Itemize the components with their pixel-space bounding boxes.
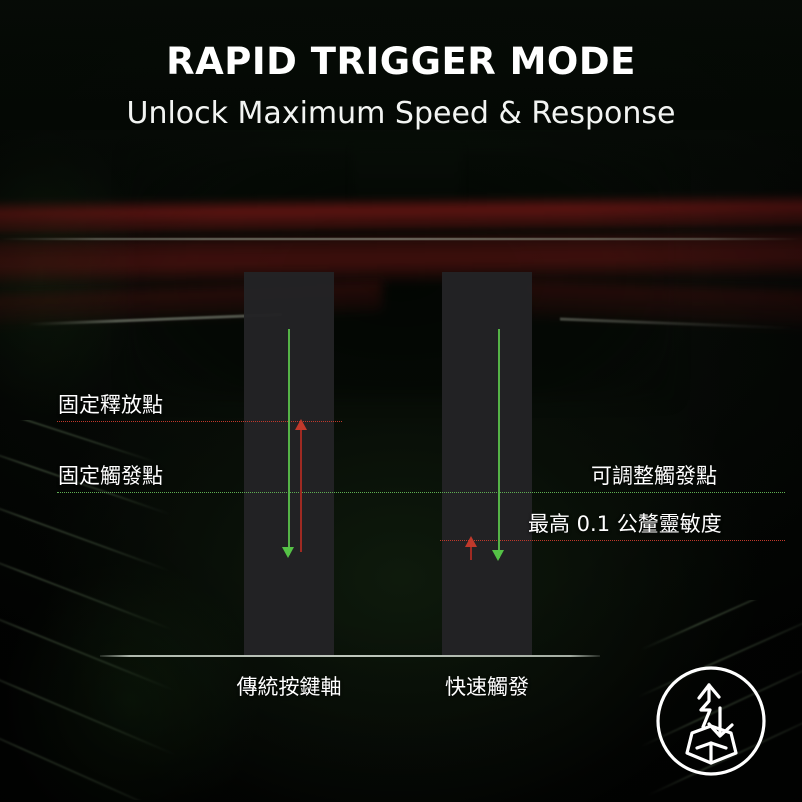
rapid-travel-arrow-line	[498, 329, 500, 558]
rapid-travel-arrow-head-icon	[492, 550, 504, 561]
label-fixed-trigger-point: 固定觸發點	[58, 464, 163, 488]
page-subtitle: Unlock Maximum Speed & Response	[126, 95, 676, 131]
page-title: RAPID TRIGGER MODE	[166, 40, 636, 83]
down-arrow-icon	[707, 706, 734, 738]
traditional-travel-arrow-line	[288, 329, 290, 555]
sensitivity-guide-line	[440, 540, 785, 541]
header: RAPID TRIGGER MODE Unlock Maximum Speed …	[0, 0, 802, 131]
rapid-reset-arrow-head-icon	[465, 536, 477, 547]
label-fixed-release-point: 固定釋放點	[58, 393, 163, 417]
traditional-reset-arrow-line	[300, 428, 302, 552]
column-rapid-trigger-switch	[442, 272, 532, 655]
background-bottom-fade	[0, 0, 802, 130]
adjustable-trigger-guide-line	[440, 492, 785, 493]
label-adjustable-trigger-point: 可調整觸發點	[591, 464, 717, 488]
axis-label-traditional-switch: 傳統按鍵軸	[236, 675, 342, 699]
rapid-reset-arrow-line	[470, 546, 472, 560]
diagram-baseline	[100, 655, 600, 657]
badge-circle-outline	[656, 666, 766, 776]
up-lightning-arrow-icon	[697, 683, 721, 729]
label-sensitivity: 最高 0.1 公釐靈敏度	[528, 512, 722, 536]
keycap-icon	[685, 724, 738, 765]
axis-label-rapid-trigger: 快速觸發	[445, 675, 529, 699]
rapid-trigger-badge	[656, 666, 766, 776]
traditional-reset-arrow-head-icon	[295, 419, 307, 430]
fixed-release-guide-line	[57, 421, 342, 422]
traditional-travel-arrow-head-icon	[282, 547, 294, 558]
